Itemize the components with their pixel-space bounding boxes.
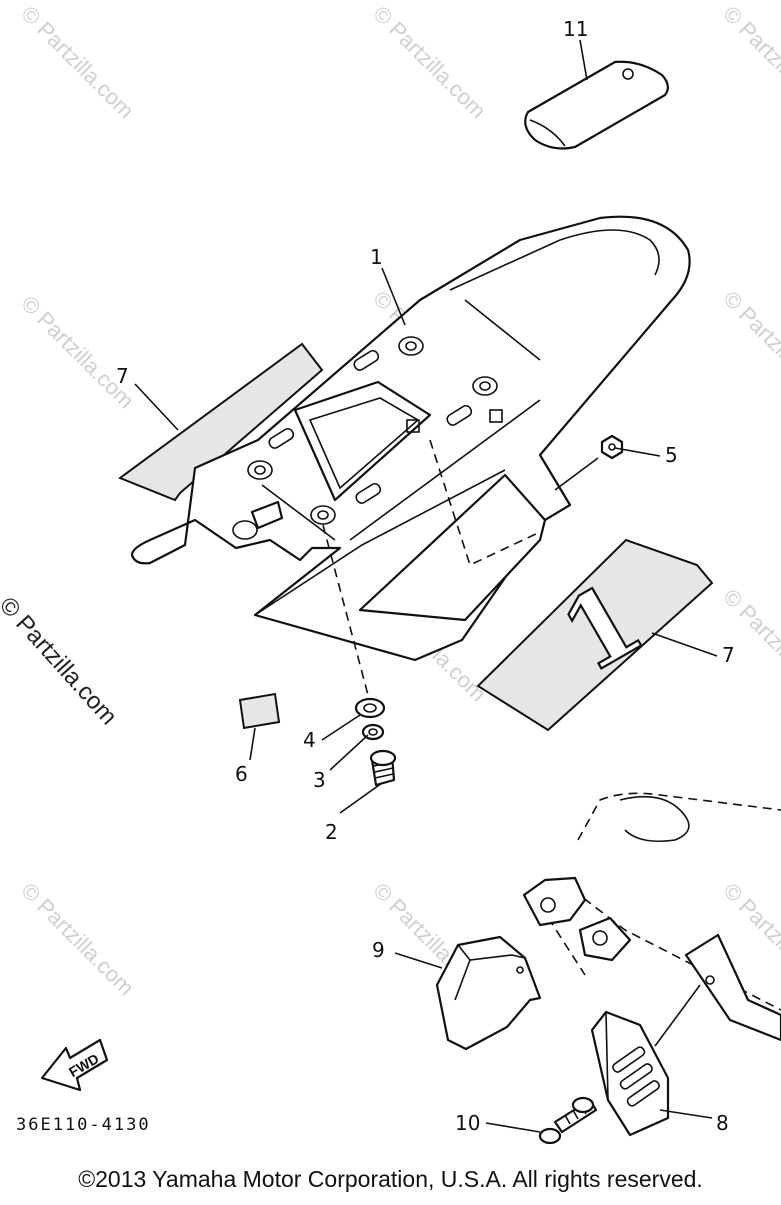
callout-1: 1 [370,245,383,269]
part-6-label [238,692,281,730]
part-2-bolt [369,749,397,787]
part-4-washer [354,697,386,719]
callout-6: 6 [235,762,248,786]
callout-7-left: 7 [116,364,129,388]
watermark-text: © Partzilla.com [368,1,491,124]
watermark-text: © Partzilla.com [718,1,781,124]
callout-3: 3 [313,768,326,792]
watermark-text: © Partzilla.com [16,878,139,1001]
frame-section [522,792,781,1042]
watermark-text: © Partzilla.com [718,286,781,409]
part-1-rear-fender [130,215,691,696]
leader-lines [134,39,718,1133]
callout-2: 2 [325,820,338,844]
callout-5: 5 [665,443,678,467]
callout-8: 8 [716,1111,729,1135]
part-10-screw [538,1096,598,1145]
callout-7-right: 7 [722,643,735,667]
callout-numbers: 11 1 7 5 7 4 3 6 2 9 10 8 [116,17,735,1135]
copyright-notice: ©2013 Yamaha Motor Corporation, U.S.A. A… [78,1166,703,1192]
watermark-text: © Partzilla.com [16,1,139,124]
fwd-arrow: FWD [40,1038,109,1092]
callout-10: 10 [455,1111,480,1135]
callout-11: 11 [563,17,588,41]
watermark-text: © Partzilla.com [16,291,139,414]
diagram-code: 36E110-4130 [16,1115,151,1135]
part-7-side-decal-left [117,342,324,502]
callout-4: 4 [303,728,316,752]
part-11-pad [524,60,669,150]
callout-9: 9 [372,938,385,962]
part-9-guard-plate [435,935,542,1051]
part-5-nut [600,434,624,460]
part-8-slotted-guard [590,1010,670,1137]
